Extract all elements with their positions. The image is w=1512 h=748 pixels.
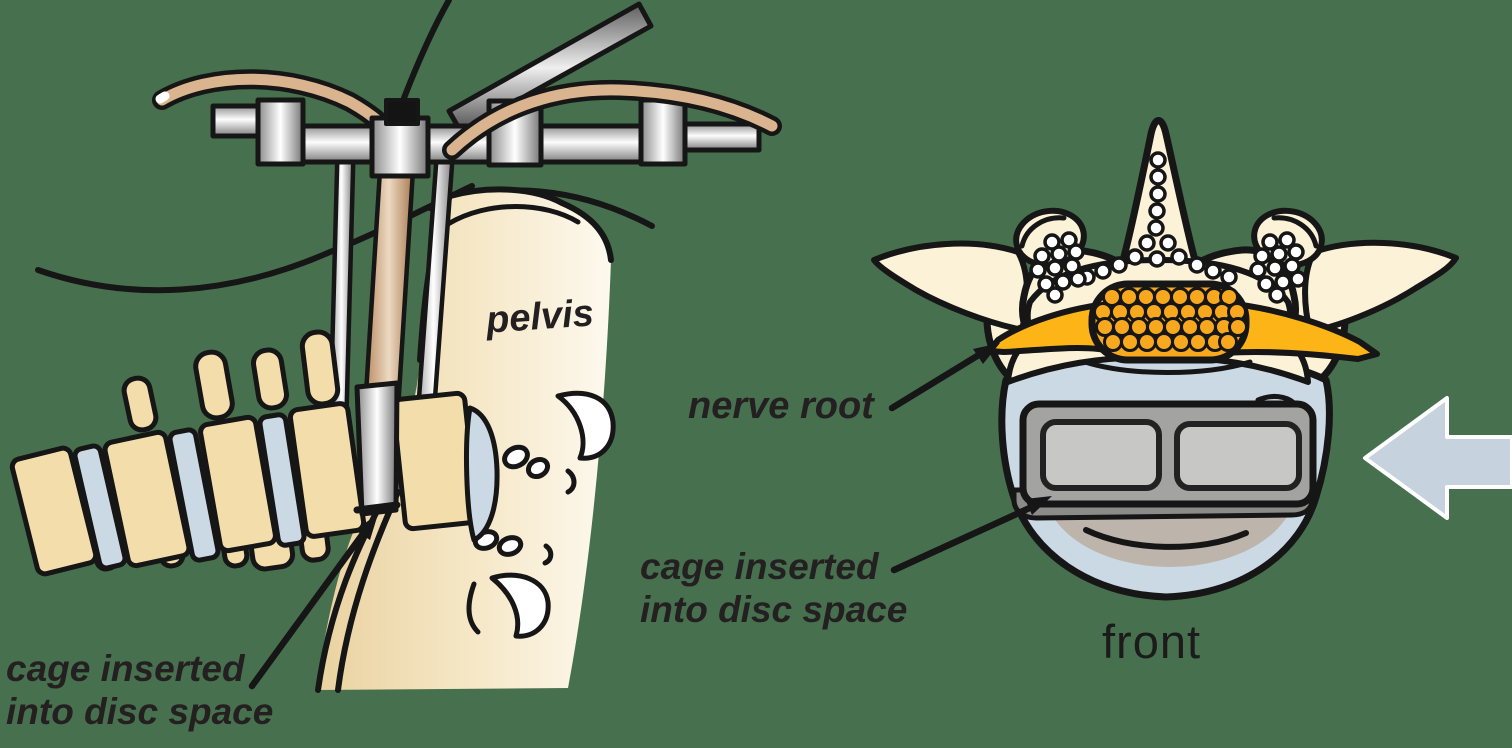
cage-window-right [1174,421,1302,491]
transverse-process-right [1302,239,1459,335]
cage-window-left [1040,419,1162,491]
cage-caption-left: cage inserted into disc space [6,648,273,734]
cauda-equina-dots [1093,287,1248,352]
trabecular-bone-dots [1029,151,1307,304]
instrument-cap [384,98,420,126]
spinous-processes-upper [121,329,341,433]
nerve-root-right [1222,300,1380,362]
fusion-cage [1011,393,1317,521]
instrument-frame [152,1,782,179]
disc [72,443,128,571]
vertebral-bodies-and-discs [9,390,500,577]
cage-caption-left-line1: cage inserted [6,648,245,689]
disc-crescent [464,405,500,543]
clamp-block [638,97,688,167]
nerve-root-label: nerve root [688,385,874,427]
front-view-figure [871,117,1512,601]
nerve-root-leader-arrow [888,343,1000,412]
clamp-block [255,97,306,167]
under-sac-arc [1082,359,1253,375]
pelvis-foramina [472,390,616,639]
cage-caption-right-line2: into disc space [640,588,908,630]
vertebra [287,401,367,539]
iliac-crest-inner-line [445,204,581,227]
pelvis-label: pelvis [484,292,596,342]
cage-leader-arrow-right [890,496,1052,574]
disc [257,412,307,548]
cage-caption-right: cage inserted into disc space [640,546,907,632]
pelvis-detail-arcs [466,468,577,635]
disc-bottom-arc [1083,527,1249,550]
instrument-hub [369,115,431,179]
transverse-process-left [871,240,1030,333]
vertebra [9,445,99,577]
front-view-label: front [1102,615,1202,668]
cage-caption-left-line2: into disc space [6,690,274,732]
nerve-roots [986,300,1380,362]
cage-caption-right-line1: cage inserted [640,546,879,587]
vertebra [102,429,192,569]
left-arrow-icon [1363,396,1512,520]
flexible-tubes [152,69,782,168]
center-copper-rod [362,167,416,413]
vertebra [198,414,278,554]
crossbar-right-tab [680,121,762,153]
cage-top-hook [1255,393,1297,406]
crossbar-left-tab [210,103,266,139]
disc [167,427,221,563]
lateral-view-figure [9,0,782,693]
spine-lateral [9,329,500,577]
articular-processes [1013,207,1325,269]
cage-leader-arrow-left [248,514,378,690]
instrument-cannula [353,380,401,517]
angled-handle-rod [446,1,654,135]
